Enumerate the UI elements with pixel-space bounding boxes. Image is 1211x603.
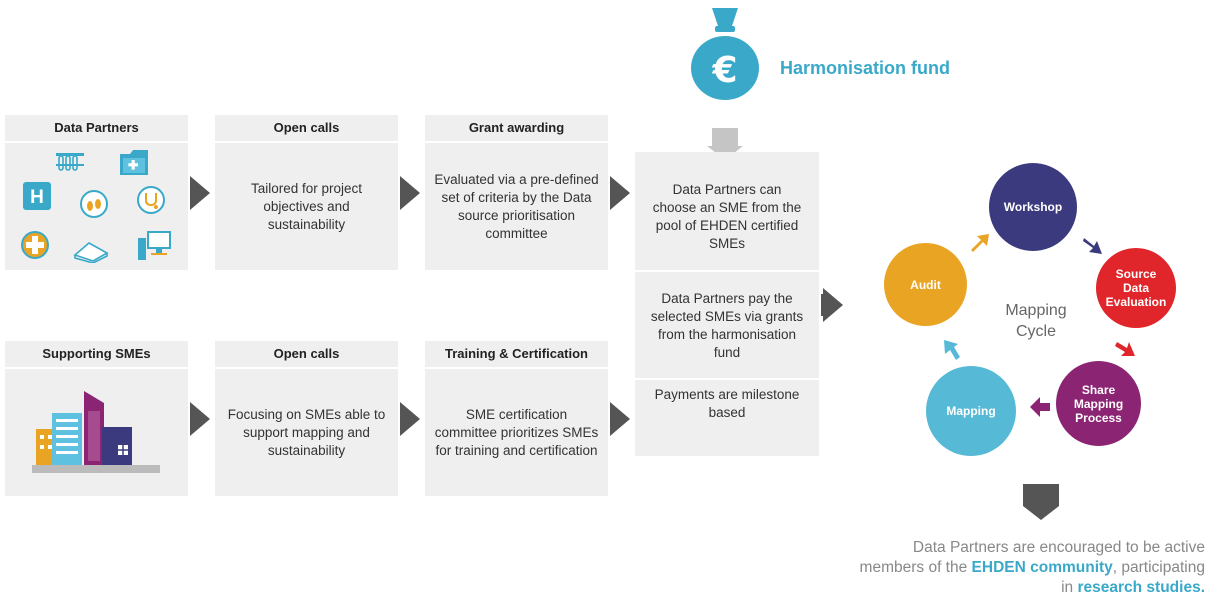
card-body: Tailored for project objectives and sust… [250,180,363,232]
cycle-node-workshop: Workshop [989,163,1077,251]
cycle-node-mapping: Mapping [926,366,1016,456]
open-calls-card-1: Open calls Tailored for project objectiv… [215,115,398,270]
card-title: Training & Certification [425,341,608,369]
open-calls-card-2: Open calls Focusing on SMEs able to supp… [215,341,398,496]
center-card: Data Partners can choose an SME from the… [635,152,819,456]
scanner-icon [73,242,109,263]
cycle-title: Mapping Cycle [996,300,1076,342]
card-title: Data Partners [5,115,188,143]
first-aid-icon [21,231,49,259]
card-body: SME certification committee prioritizes … [434,406,599,458]
center-section-3: Payments are milestone based [654,387,800,420]
card-title: Open calls [215,341,398,369]
center-section-2: Data Partners pay the selected SMEs via … [650,291,804,360]
cycle-arrow-icon [971,234,989,252]
lab-tubes-icon [56,153,84,171]
svg-text:€: € [711,50,737,91]
baby-feet-icon [80,190,108,218]
computer-icon [138,231,171,260]
medical-folder-icon [120,150,148,175]
center-divider [635,270,819,272]
card-body: Evaluated via a pre-defined set of crite… [434,171,599,241]
stethoscope-icon [137,186,165,214]
cycle-title-line1: Mapping [1005,302,1067,319]
card-title: Grant awarding [425,115,608,143]
footer-part1: Data Partners are encouraged to be activ… [859,539,1205,576]
flow-arrow-tail [821,294,827,316]
hospital-icon: H [23,182,51,210]
cycle-title-line2: Cycle [1015,323,1056,340]
footer-arrow [1023,484,1059,506]
svg-text:H: H [30,187,44,208]
training-certification-card: Training & Certification SME certificati… [425,341,608,496]
footer-text: Data Partners are encouraged to be activ… [850,538,1205,598]
footer-part2: , participating in [1061,559,1205,596]
supporting-smes-card: Supporting SMEs [5,341,188,496]
grant-awarding-card: Grant awarding Evaluated via a pre-defin… [425,115,608,270]
footer-highlight-community: EHDEN community [971,559,1113,576]
data-partners-card: Data Partners H [5,115,188,270]
fund-arrow [712,128,738,146]
footer-highlight-research: research studies. [1077,579,1205,596]
cycle-node-source-data-evaluation: Source Data Evaluation [1096,248,1176,328]
flow-arrow [190,176,210,210]
flow-arrow [190,402,210,436]
card-title: Open calls [215,115,398,143]
money-bag-euro-icon: € [691,8,759,100]
card-title: Supporting SMEs [5,341,188,369]
flow-arrow [400,176,420,210]
fund-label: Harmonisation fund [780,58,950,78]
cycle-arrow-icon [1115,342,1135,356]
cycle-node-share-mapping-process: Share Mapping Process [1056,361,1141,446]
cycle-arrow-icon [1083,238,1102,254]
cycle-node-audit: Audit [884,243,967,326]
center-section-1: Data Partners can choose an SME from the… [652,182,802,251]
flow-arrow [610,402,630,436]
cycle-arrow-icon [1030,397,1050,417]
center-divider [635,378,819,380]
card-body: Focusing on SMEs able to support mapping… [227,406,386,458]
flow-arrow [610,176,630,210]
city-buildings-icon [32,391,160,473]
flow-arrow [400,402,420,436]
footer-arrow-head [1023,506,1059,520]
flow-arrow [823,288,843,322]
cycle-arrow-icon [944,340,960,360]
